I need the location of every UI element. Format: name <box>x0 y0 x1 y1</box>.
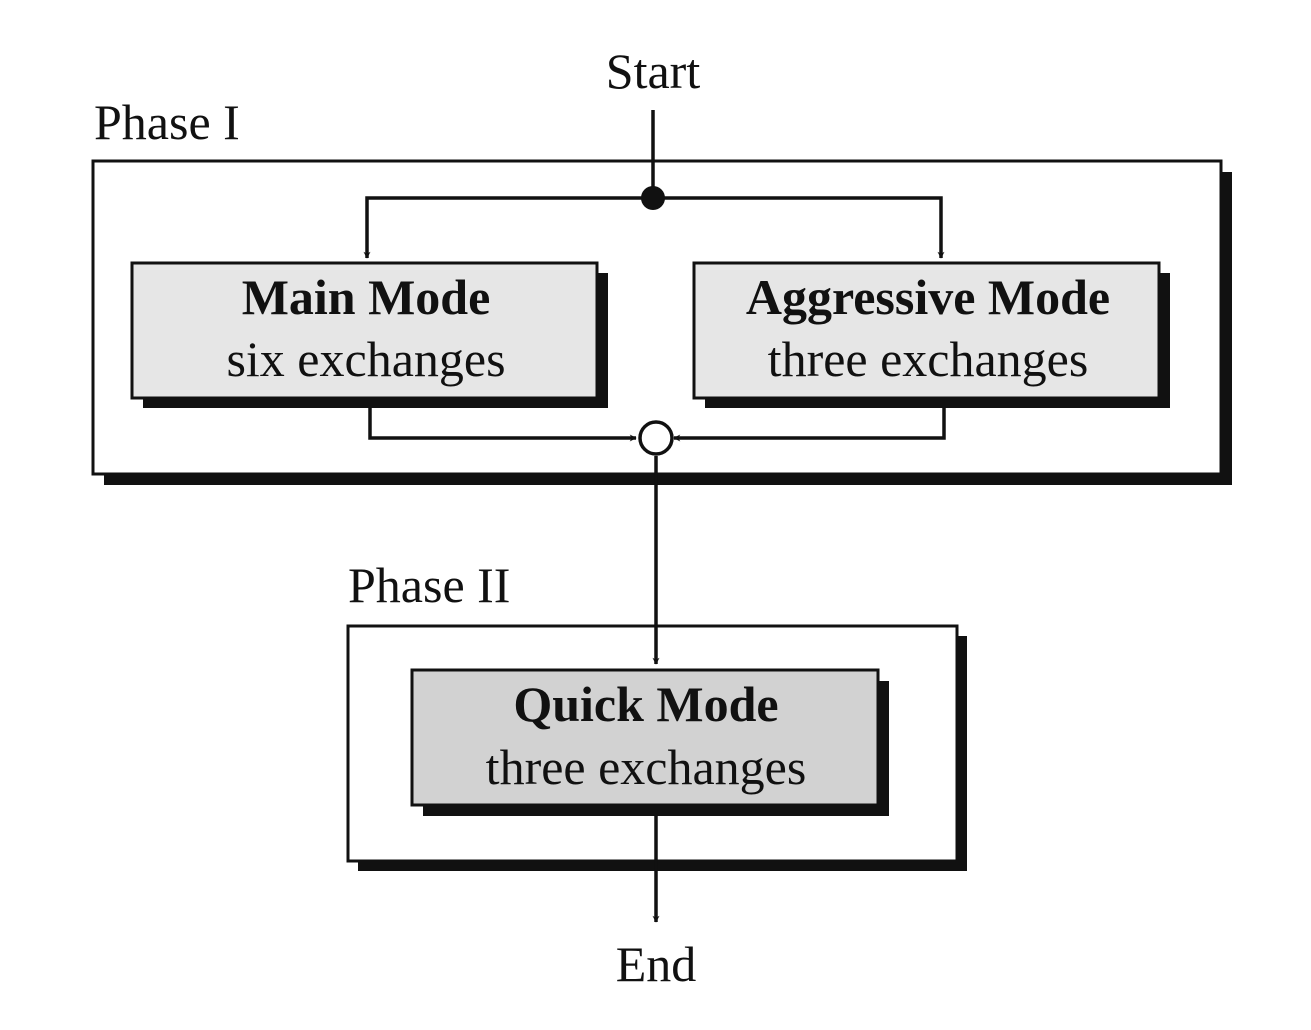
main-mode-title: Main Mode <box>242 269 491 325</box>
connectors <box>363 110 946 923</box>
phase2-label: Phase II <box>348 557 510 613</box>
main-mode-subtitle: six exchanges <box>226 331 505 387</box>
aggressive-mode-subtitle: three exchanges <box>768 331 1089 387</box>
quick-mode-title: Quick Mode <box>513 676 778 732</box>
split-node <box>641 186 665 210</box>
aggressive-mode-rect <box>692 261 1161 400</box>
arrow-from-main-mode <box>368 408 637 442</box>
aggressive-mode-title: Aggressive Mode <box>746 269 1110 325</box>
main-mode-box: Main Mode six exchanges <box>130 261 608 408</box>
quick-mode-subtitle: three exchanges <box>486 739 807 795</box>
phase1-label: Phase I <box>94 94 240 150</box>
end-label: End <box>616 936 697 992</box>
aggressive-mode-box: Aggressive Mode three exchanges <box>692 261 1170 408</box>
arrow-from-aggressive-mode <box>673 408 946 442</box>
main-mode-rect <box>130 261 599 400</box>
arrow-to-aggressive-mode <box>653 196 945 259</box>
arrow-to-main-mode <box>363 196 653 259</box>
quick-mode-box: Quick Mode three exchanges <box>410 668 889 816</box>
start-label: Start <box>606 43 701 99</box>
merge-node <box>638 420 674 456</box>
quick-mode-rect <box>410 668 880 807</box>
